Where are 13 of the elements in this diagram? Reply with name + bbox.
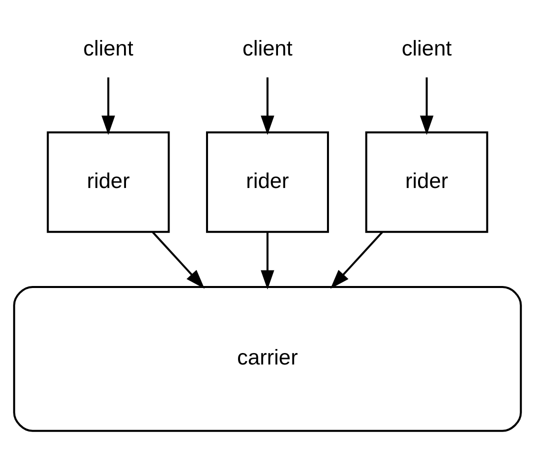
arrow	[330, 230, 384, 288]
node-text: client	[83, 36, 134, 60]
node-box: rider	[46, 130, 170, 232]
arrow	[102, 76, 116, 134]
arrow	[152, 230, 205, 288]
arrow	[260, 232, 274, 290]
arrow	[420, 76, 434, 134]
node-box: carrier	[13, 285, 522, 432]
node-box: rider	[206, 130, 329, 232]
node-text: client	[402, 36, 452, 60]
arrow	[260, 76, 274, 134]
node-text: client	[242, 36, 293, 60]
node-box: rider	[365, 130, 488, 232]
